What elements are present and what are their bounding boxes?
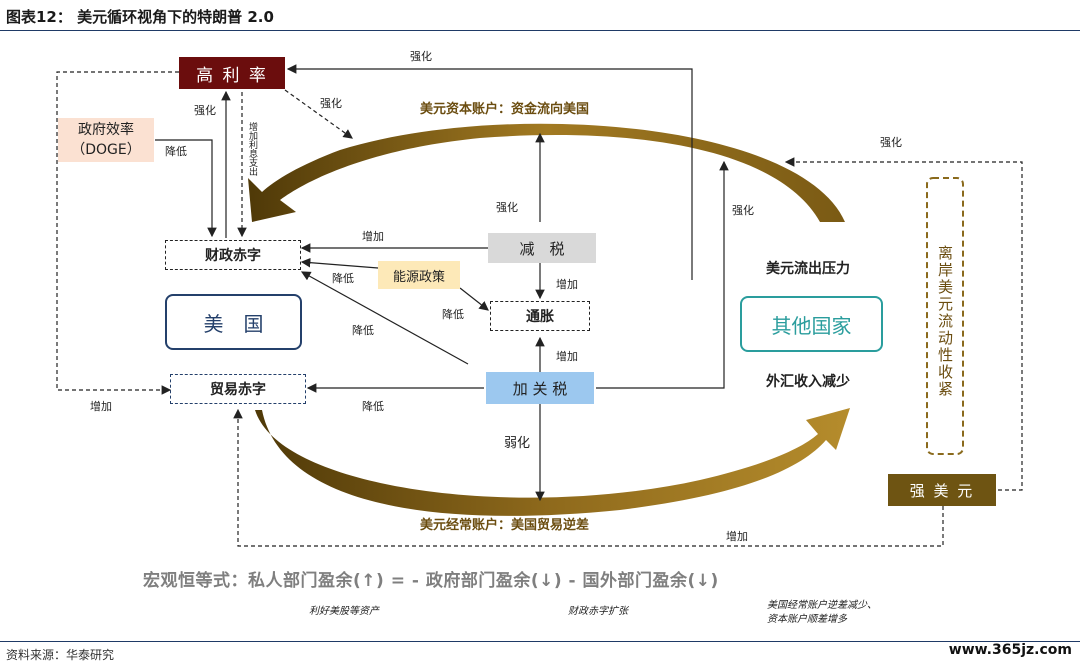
note-foreign-sector-2: 资本账户顺差增多 xyxy=(767,614,847,625)
line-tariff-right xyxy=(596,160,729,389)
edge-strengthen-right: 强化 xyxy=(732,204,754,217)
line-energy-fiscal xyxy=(300,257,379,269)
high-rate-node: 高 利 率 xyxy=(179,57,285,89)
inflation-label: 通胀 xyxy=(526,309,554,325)
doge-label: 政府效率 （DOGE） xyxy=(71,122,141,158)
edge-increase-left: 增加 xyxy=(90,400,112,413)
other-countries-node: 其他国家 xyxy=(740,296,883,352)
current-account-label: 美元经常账户：美国贸易逆差 xyxy=(420,518,590,533)
note-private-sector: 利好美股等资产 xyxy=(309,606,379,617)
edge-increase-tariff-inflation: 增加 xyxy=(556,350,578,363)
figure-title: 图表12： 美元循环视角下的特朗普 2.0 xyxy=(6,8,274,26)
capital-account-arc xyxy=(248,123,845,222)
edge-increase-interest: 增加利息支出 xyxy=(247,122,257,176)
usa-node: 美 国 xyxy=(165,294,302,350)
high-rate-label: 高 利 率 xyxy=(196,65,268,86)
edge-lower-tariff-fiscal: 降低 xyxy=(352,324,374,337)
strong-usd-node: 强 美 元 xyxy=(888,474,996,506)
line-tariff-fiscal xyxy=(300,271,469,365)
edge-lower-doge: 降低 xyxy=(165,145,187,158)
edge-lower-trade: 降低 xyxy=(362,400,384,413)
tax-cut-node: 减 税 xyxy=(488,233,596,263)
edge-weaken: 弱化 xyxy=(504,436,531,451)
note-foreign-sector-1: 美国经常账户逆差减少、 xyxy=(767,600,877,611)
dash-left-loop xyxy=(56,71,179,395)
edge-strengthen-diag: 强化 xyxy=(320,97,342,110)
edge-strengthen-taxcut: 强化 xyxy=(496,201,518,214)
dash-bottom-loop xyxy=(233,408,944,547)
edge-strengthen-top: 强化 xyxy=(410,50,432,63)
fiscal-deficit-node: 财政赤字 xyxy=(165,240,301,270)
usd-outflow-label: 美元流出压力 xyxy=(766,261,850,277)
edge-increase-bottom: 增加 xyxy=(726,530,748,543)
line-strengthen-top xyxy=(286,64,693,280)
doge-node: 政府效率 （DOGE） xyxy=(58,118,154,162)
macro-identity-equation: 宏观恒等式：私人部门盈余(↑) = - 政府部门盈余(↓) - 国外部门盈余(↓… xyxy=(143,571,719,591)
current-account-arc xyxy=(255,408,850,516)
usa-label: 美 国 xyxy=(203,311,264,336)
line-energy-inflation xyxy=(459,287,489,311)
other-countries-label: 其他国家 xyxy=(771,313,852,338)
trade-deficit-node: 贸易赤字 xyxy=(170,374,306,404)
tariff-label: 加 关 税 xyxy=(512,379,568,398)
source-note: 资料来源：华泰研究 xyxy=(6,648,115,662)
top-divider xyxy=(0,30,1080,31)
inflation-node: 通胀 xyxy=(490,301,590,331)
energy-policy-node: 能源政策 xyxy=(378,261,460,289)
line-doge-fiscal xyxy=(155,139,217,238)
edge-lower-energy-inflation: 降低 xyxy=(442,308,464,321)
edge-strengthen-far-right: 强化 xyxy=(880,136,902,149)
edge-increase-fiscal: 增加 xyxy=(362,230,384,243)
bottom-divider xyxy=(0,641,1080,642)
edge-strengthen-highrate: 强化 xyxy=(194,104,216,117)
edge-lower-energy: 降低 xyxy=(332,272,354,285)
offshore-liquidity-label: 离岸美元流动性收紧 xyxy=(936,244,954,398)
offshore-frame xyxy=(926,177,964,455)
tariff-node: 加 关 税 xyxy=(486,372,594,404)
trade-deficit-label: 贸易赤字 xyxy=(210,382,266,398)
note-government-sector: 财政赤字扩张 xyxy=(568,606,628,617)
tax-cut-label: 减 税 xyxy=(519,239,565,258)
capital-account-label: 美元资本账户：资金流向美国 xyxy=(420,102,590,117)
edge-increase-taxcut-inflation: 增加 xyxy=(556,278,578,291)
energy-policy-label: 能源政策 xyxy=(392,269,445,285)
fiscal-deficit-label: 财政赤字 xyxy=(205,248,261,264)
watermark: www.365jz.com xyxy=(948,642,1072,658)
dash-right-loop xyxy=(784,157,1023,491)
strong-usd-label: 强 美 元 xyxy=(909,481,975,500)
fx-income-label: 外汇收入减少 xyxy=(766,374,850,390)
